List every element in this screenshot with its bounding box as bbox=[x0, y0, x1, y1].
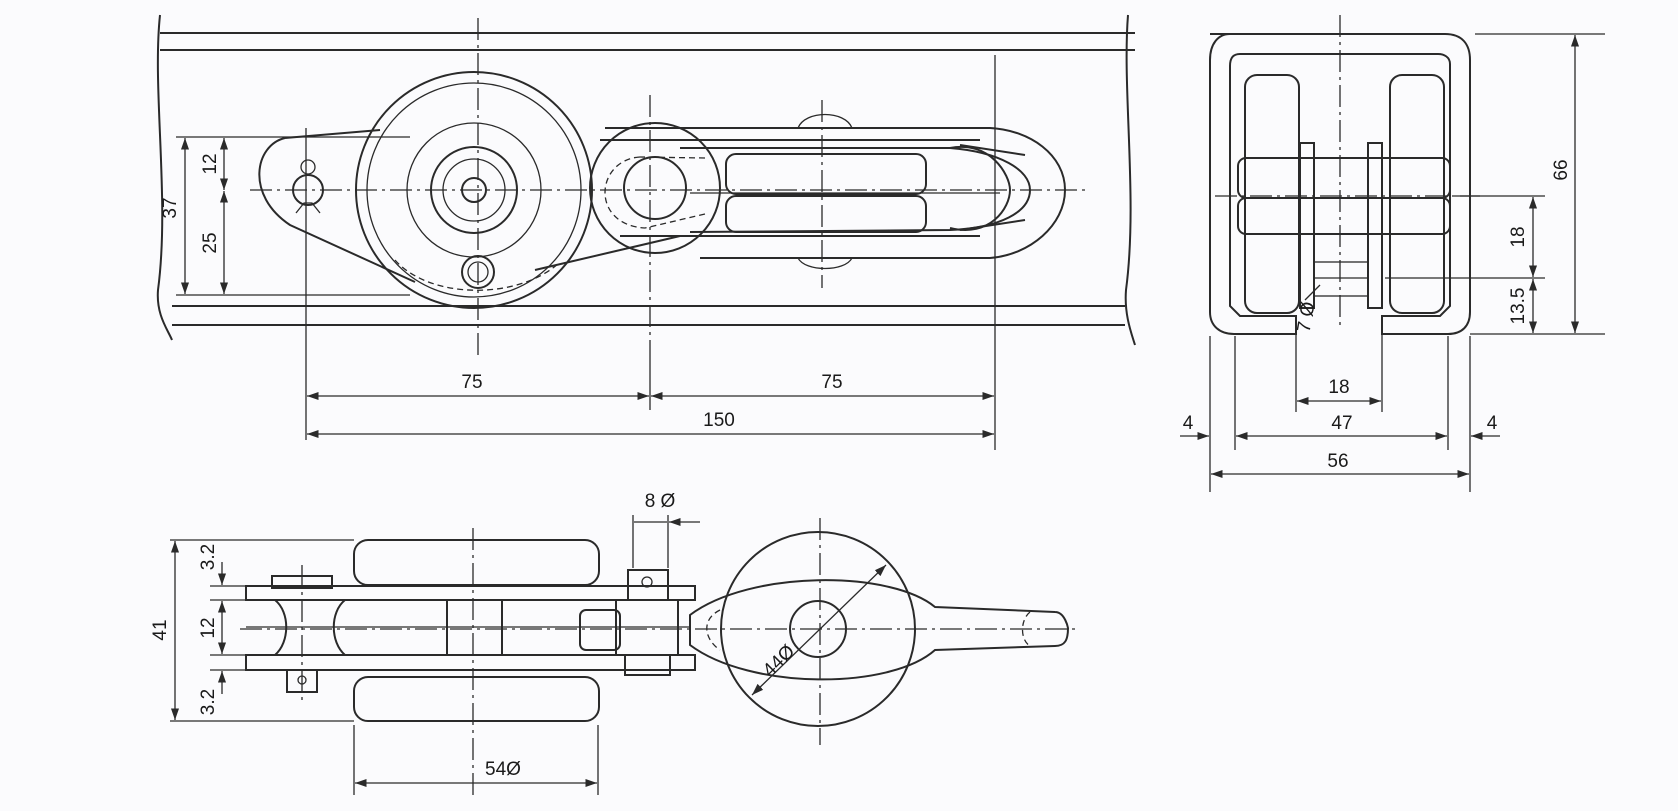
dim-label: 13.5 bbox=[1508, 288, 1529, 325]
dim-label: 75 bbox=[461, 372, 482, 393]
guide-roller bbox=[271, 575, 348, 693]
side-view: 75 75 150 37 12 25 bbox=[156, 14, 1136, 450]
dim-label: 37 bbox=[160, 197, 181, 218]
dim-label: 4 bbox=[1487, 413, 1498, 434]
dim-label: 12 bbox=[200, 153, 221, 174]
dim-label: 75 bbox=[821, 372, 842, 393]
end-dimensions bbox=[1180, 35, 1580, 479]
housing-profile bbox=[1209, 33, 1471, 335]
dim-label: 3.2 bbox=[198, 689, 219, 715]
side-dimensions bbox=[180, 138, 994, 439]
dim-label: 3.2 bbox=[198, 544, 219, 570]
dim-label: 47 bbox=[1331, 413, 1352, 434]
plan-dimensions bbox=[170, 517, 887, 788]
dim-label: 4 bbox=[1183, 413, 1194, 434]
dim-label: 18 bbox=[1328, 377, 1349, 398]
link-arm bbox=[534, 114, 1067, 271]
rail-track bbox=[156, 14, 1136, 346]
dim-label: 12 bbox=[198, 617, 219, 638]
dim-label: 25 bbox=[200, 232, 221, 253]
end-centerlines bbox=[1209, 15, 1605, 492]
dim-label: 8 Ø bbox=[645, 491, 676, 512]
dim-label: 54Ø bbox=[485, 759, 521, 780]
end-view: 66 18 13.5 7 Ø 18 4 47 4 56 bbox=[1180, 15, 1605, 492]
side-centerlines bbox=[176, 18, 1085, 450]
plan-view: 8 Ø 44Ø 54Ø 41 3.2 12 3.2 bbox=[150, 491, 1075, 798]
dim-label: 7 Ø bbox=[1294, 300, 1320, 334]
dim-label: 56 bbox=[1327, 451, 1348, 472]
dim-label: 66 bbox=[1551, 159, 1572, 180]
dim-label: 150 bbox=[703, 410, 735, 431]
bolt-assembly bbox=[579, 569, 679, 676]
dim-label: 41 bbox=[150, 619, 171, 640]
wheel-rollers bbox=[353, 539, 600, 722]
plan-centerlines bbox=[170, 515, 1075, 798]
dim-label: 18 bbox=[1508, 226, 1529, 247]
